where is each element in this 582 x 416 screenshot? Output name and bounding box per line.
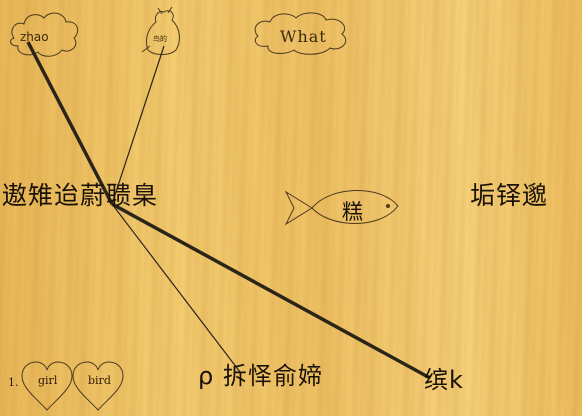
- heart-right-shape[interactable]: [72, 361, 124, 411]
- heart-right-label: bird: [88, 374, 111, 387]
- fish-label: 糕: [342, 200, 364, 224]
- cloud-right-label: What: [280, 27, 327, 46]
- bird-label: 鸟的: [153, 35, 167, 43]
- connector-line-thin-1[interactable]: [111, 45, 165, 205]
- heart-left-label: girl: [38, 374, 58, 387]
- left-word[interactable]: 遨雉迨蔚聩臬: [2, 181, 159, 210]
- cloud-left-label: zhao: [20, 30, 49, 44]
- heart-left-shape[interactable]: [21, 361, 73, 411]
- right-word[interactable]: 垢铎邈: [470, 181, 549, 210]
- center-word[interactable]: ρ 拆怿俞媂: [198, 362, 323, 390]
- connector-line-thick-2[interactable]: [111, 202, 431, 380]
- right-bottom-word[interactable]: 缤k: [424, 366, 464, 394]
- connector-line-thick-1[interactable]: [26, 41, 114, 205]
- fish-shape[interactable]: [284, 190, 399, 226]
- cloud-left-shape[interactable]: [10, 12, 79, 57]
- bird-shape[interactable]: [141, 6, 180, 55]
- connector-line-thin-2[interactable]: [111, 203, 241, 373]
- item-number: 1.: [8, 376, 19, 389]
- cloud-right-shape[interactable]: [254, 12, 347, 55]
